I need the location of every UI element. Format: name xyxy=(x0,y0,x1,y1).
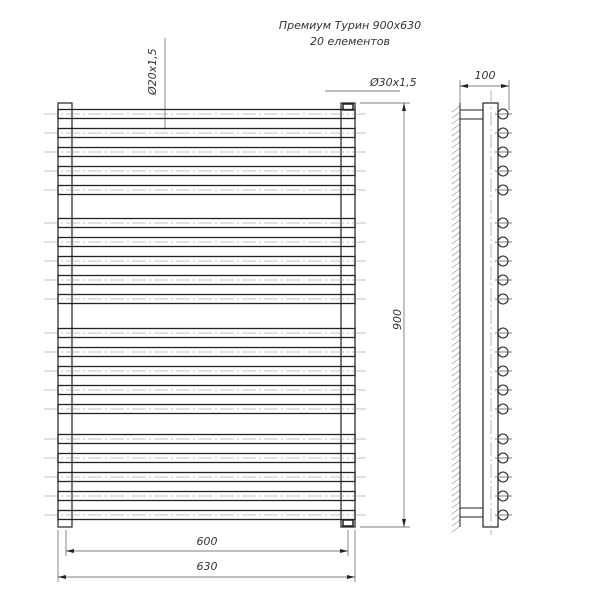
hatch-line xyxy=(451,465,461,473)
hatch-line xyxy=(451,279,461,287)
hatch-line xyxy=(451,507,461,515)
hatch-line xyxy=(451,291,461,299)
hatch-line xyxy=(451,111,461,119)
hatch-line xyxy=(451,273,461,281)
hatch-line xyxy=(451,489,461,497)
hatch-line xyxy=(451,117,461,125)
hatch-line xyxy=(451,501,461,509)
front-view xyxy=(44,102,368,528)
hatch-line xyxy=(451,339,461,347)
hatch-line xyxy=(451,519,461,527)
hatch-line xyxy=(451,459,461,467)
hatch-line xyxy=(451,297,461,305)
hatch-line xyxy=(451,249,461,257)
height-label: 900 xyxy=(391,309,404,330)
hatch-line xyxy=(451,495,461,503)
hatch-line xyxy=(451,129,461,137)
hatch-line xyxy=(451,165,461,173)
hatch-line xyxy=(451,183,461,191)
hatch-line xyxy=(451,237,461,245)
hatch-line xyxy=(451,393,461,401)
hatch-line xyxy=(451,435,461,443)
hatch-line xyxy=(451,483,461,491)
hatch-line xyxy=(451,513,461,521)
hatch-line xyxy=(451,225,461,233)
top-bracket xyxy=(459,109,484,120)
bar-pipe-label: Ø20х1,5 xyxy=(146,48,159,96)
hatch-line xyxy=(451,429,461,437)
hatch-line xyxy=(451,189,461,197)
hatch-line xyxy=(451,345,461,353)
hatch-line xyxy=(451,135,461,143)
hatch-line xyxy=(451,447,461,455)
hatch-line xyxy=(451,387,461,395)
right-column xyxy=(340,102,356,528)
bottom-bracket xyxy=(459,507,484,518)
hatch-line xyxy=(451,411,461,419)
hatch-line xyxy=(451,123,461,131)
hatch-line xyxy=(451,369,461,377)
hatch-line xyxy=(451,477,461,485)
hatch-line xyxy=(451,207,461,215)
hatch-line xyxy=(451,177,461,185)
hatch-line xyxy=(451,213,461,221)
column-bottom-cap xyxy=(342,519,354,527)
hatch-line xyxy=(451,423,461,431)
hatch-line xyxy=(451,321,461,329)
hatch-line xyxy=(451,333,461,341)
hatch-line xyxy=(451,375,461,383)
hatch-line xyxy=(451,153,461,161)
hatch-line xyxy=(451,141,461,149)
hatch-line xyxy=(451,231,461,239)
hatch-line xyxy=(451,381,461,389)
hatch-line xyxy=(451,315,461,323)
hatch-line xyxy=(451,405,461,413)
hatch-line xyxy=(451,309,461,317)
hatch-line xyxy=(451,255,461,263)
hatch-line xyxy=(451,399,461,407)
hatch-line xyxy=(451,267,461,275)
left-column xyxy=(57,102,73,528)
inner-width-label: 600 xyxy=(197,535,218,548)
hatch-line xyxy=(451,417,461,425)
hatch-line xyxy=(451,525,461,533)
column-pipe-label: Ø30х1,5 xyxy=(369,76,417,89)
hatch-line xyxy=(451,363,461,371)
hatch-line xyxy=(451,471,461,479)
hatch-line xyxy=(451,171,461,179)
hatch-line xyxy=(451,261,461,269)
depth-label: 100 xyxy=(475,69,496,82)
hatch-line xyxy=(451,441,461,449)
hatch-line xyxy=(451,195,461,203)
hatch-line xyxy=(451,351,461,359)
hatch-line xyxy=(451,201,461,209)
hatch-line xyxy=(451,327,461,335)
side-column xyxy=(482,102,499,528)
outer-width-label: 630 xyxy=(197,560,218,573)
hatch-line xyxy=(451,105,461,113)
hatch-line xyxy=(451,453,461,461)
title-line2: 20 елементов xyxy=(310,35,390,48)
hatch-line xyxy=(451,147,461,155)
hatch-line xyxy=(451,285,461,293)
hatch-line xyxy=(451,303,461,311)
title-line1: Премиум Турин 900х630 xyxy=(279,19,421,32)
side-view: 100 xyxy=(451,69,512,535)
hatch-line xyxy=(451,219,461,227)
hatch-line xyxy=(451,243,461,251)
hatch-line xyxy=(451,357,461,365)
wall-hatch xyxy=(451,105,461,533)
hatch-line xyxy=(451,159,461,167)
